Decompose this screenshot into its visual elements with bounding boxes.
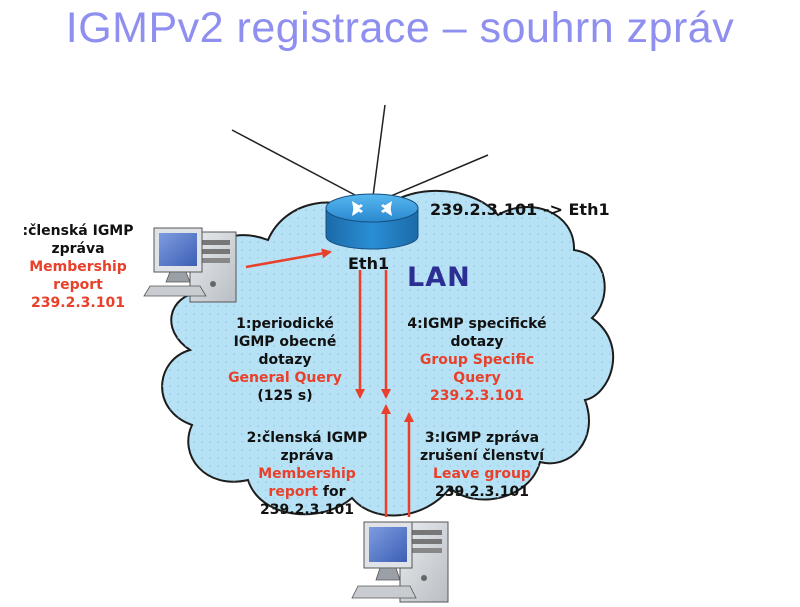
label-line: zpráva xyxy=(51,241,105,257)
label-line: 2:členská IGMP xyxy=(246,430,368,446)
router-icon xyxy=(325,193,419,250)
label-fragment: for xyxy=(318,484,346,500)
label-line: 239.2.3.101 xyxy=(31,295,125,311)
label-line: zpráva xyxy=(280,448,334,464)
label-line: Query xyxy=(453,370,501,386)
uplink-line xyxy=(371,104,386,205)
interface-label: Eth1 xyxy=(348,254,390,273)
label-line: dotazy xyxy=(258,352,312,368)
step3-leave-group-label: 3:IGMP zpráva zrušení členství Leave gro… xyxy=(412,429,552,501)
label-line: 1:periodické xyxy=(236,316,334,332)
step4-group-specific-label: 4:IGMP specifické dotazy Group Specific … xyxy=(392,315,562,405)
host-membership-label: :členská IGMP zpráva Membership report 2… xyxy=(8,222,148,312)
label-line: 239.2.3.101 xyxy=(260,502,354,518)
label-line: 239.2.3.101 xyxy=(435,484,529,500)
label-line: Group Specific xyxy=(419,352,535,368)
slide-title: IGMPv2 registrace – souhrn zpráv xyxy=(65,4,735,52)
label-line: Membership xyxy=(258,466,356,482)
lan-label: LAN xyxy=(407,262,471,293)
label-fragment: report xyxy=(268,484,319,500)
label-line: 239.2.3.101 xyxy=(430,388,524,404)
computer-icon xyxy=(351,521,449,603)
step2-membership-report-label: 2:členská IGMP zpráva Membership report … xyxy=(236,429,378,519)
label-line: zrušení členství xyxy=(420,448,544,464)
label-line: IGMP obecné xyxy=(233,334,337,350)
routing-entry-label: 239.2.3.101 -> Eth1 xyxy=(430,200,610,219)
label-line: report xyxy=(53,277,103,293)
lan-cloud xyxy=(161,189,615,517)
label-line: 4:IGMP specifické xyxy=(407,316,547,332)
uplink-line xyxy=(231,129,373,205)
label-line: dotazy xyxy=(450,334,504,350)
label-line: Membership xyxy=(29,259,127,275)
label-line: 3:IGMP zpráva xyxy=(424,430,540,446)
label-line: (125 s) xyxy=(257,388,313,404)
membership-report-arrow xyxy=(245,248,332,269)
label-line: Leave group xyxy=(433,466,531,482)
label-line: report for xyxy=(236,483,378,501)
computer-icon xyxy=(143,227,237,303)
step1-general-query-label: 1:periodické IGMP obecné dotazy General … xyxy=(210,315,360,405)
label-line: General Query xyxy=(228,370,342,386)
label-line: :členská IGMP xyxy=(22,223,134,239)
